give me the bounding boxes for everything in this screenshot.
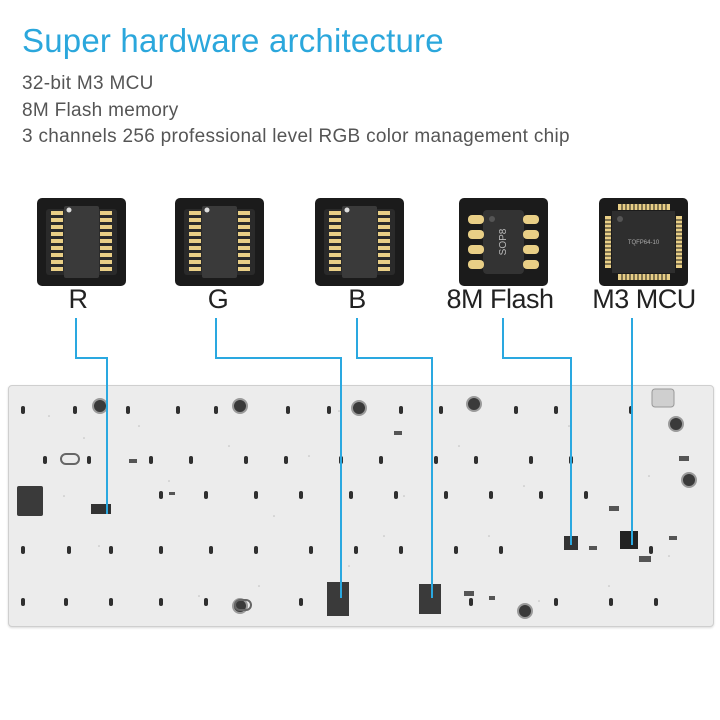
flash-chip-marking: SOP8 <box>498 228 509 255</box>
keyboard-pcb <box>8 385 714 627</box>
chip-flash-image: SOP8 <box>459 198 548 286</box>
spec-flash: 8M Flash memory <box>22 100 179 121</box>
chip-g-image <box>175 198 264 286</box>
label-flash: 8M Flash <box>446 284 554 314</box>
label-r: R <box>68 284 89 314</box>
spec-mcu: 32-bit M3 MCU <box>22 73 154 94</box>
page-title: Super hardware architecture <box>22 22 444 59</box>
label-mcu: M3 MCU <box>592 284 696 314</box>
chip-r-image <box>37 198 126 286</box>
chip-b-image <box>315 198 404 286</box>
chip-mcu-image: TQFP64-10 <box>599 198 688 286</box>
mcu-chip-marking: TQFP64-10 <box>628 240 660 246</box>
label-b: B <box>348 284 366 314</box>
label-g: G <box>207 284 229 314</box>
spec-rgb-chip: 3 channels 256 professional level RGB co… <box>22 126 570 147</box>
